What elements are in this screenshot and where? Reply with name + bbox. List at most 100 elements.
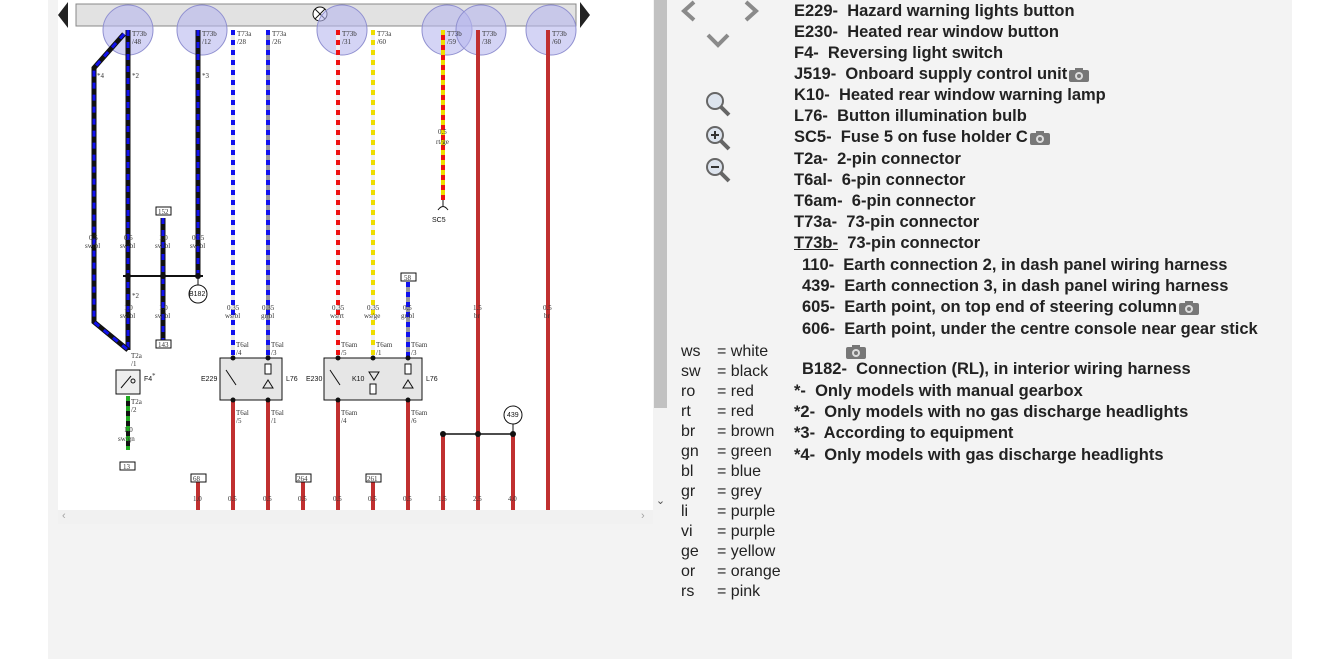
color-key-item: gr= grey: [681, 483, 762, 500]
bottom-size-labels: 1.0 0.5 0.5 0.5 0.5 0.5 0.5 1.5 2.5 4.0: [193, 495, 517, 503]
wiring-diagram: T73b /48 T73b /12 T73a /28 T73a /26 T73b…: [58, 2, 590, 510]
connector-label: /60: [377, 38, 386, 46]
svg-text:sw/bl: sw/bl: [85, 242, 100, 250]
color-key-item: bl= blue: [681, 463, 762, 480]
svg-text:T6am: T6am: [411, 341, 428, 349]
reference-boxes: 152 143 58 13 68 264 261: [119, 206, 417, 483]
vertical-scrollbar[interactable]: ⌄: [653, 0, 668, 510]
svg-text:68: 68: [193, 475, 201, 483]
color-key-item: ws= white: [681, 343, 769, 360]
svg-text:0.5: 0.5: [298, 495, 307, 503]
color-key-item: ge= yellow: [681, 543, 776, 560]
camera-icon[interactable]: [845, 344, 867, 360]
scrollbar-thumb[interactable]: [654, 0, 667, 408]
svg-text:/6: /6: [411, 417, 417, 425]
scroll-right-arrow-icon[interactable]: [580, 2, 590, 28]
legend-item: *4- Only models with gas discharge headl…: [794, 446, 1164, 464]
svg-text:ws/rt: ws/rt: [330, 312, 344, 320]
wire-diag-star4[interactable]: [91, 32, 130, 352]
svg-text:0.5: 0.5: [333, 495, 342, 503]
svg-text:1.0: 1.0: [159, 234, 168, 242]
camera-icon[interactable]: [1178, 300, 1200, 316]
wiring-diagram-viewport[interactable]: T73b /48 T73b /12 T73a /28 T73a /26 T73b…: [58, 0, 653, 510]
component-label-439: 439: [507, 412, 519, 419]
svg-text:sw/bl: sw/bl: [155, 312, 170, 320]
connector-label: /48: [132, 38, 141, 46]
zoom-in-icon[interactable]: [704, 124, 732, 152]
f4-switch[interactable]: [115, 369, 141, 395]
svg-text:0.5: 0.5: [403, 304, 412, 312]
svg-text:0.5: 0.5: [263, 495, 272, 503]
svg-text:1.0: 1.0: [124, 426, 133, 434]
svg-text:sw/bl: sw/bl: [120, 242, 135, 250]
search-icon[interactable]: [704, 90, 732, 118]
svg-text:T6am: T6am: [341, 409, 358, 417]
note-star: *: [152, 372, 156, 380]
svg-text:58: 58: [404, 274, 412, 282]
svg-text:261: 261: [367, 475, 378, 483]
next-page-icon[interactable]: [738, 0, 764, 22]
svg-text:1.5: 1.5: [473, 304, 482, 312]
horizontal-scrollbar[interactable]: ‹ ›: [58, 510, 653, 524]
legend-item: [844, 341, 867, 362]
legend-item[interactable]: T73b- 73-pin connector: [794, 234, 981, 252]
legend-item: T6al- 6-pin connector: [794, 171, 966, 189]
svg-text:1.0: 1.0: [124, 304, 133, 312]
svg-text:br: br: [544, 312, 551, 320]
connector-label: /31: [342, 38, 351, 46]
svg-text:0.35: 0.35: [227, 304, 240, 312]
svg-text:264: 264: [297, 475, 308, 483]
e229-component-box[interactable]: [219, 357, 283, 401]
note-star2: *2: [132, 72, 140, 80]
svg-text:T6al: T6al: [271, 409, 284, 417]
svg-text:T6am: T6am: [411, 409, 428, 417]
camera-icon[interactable]: [1068, 67, 1090, 83]
svg-text:sw/gn: sw/gn: [118, 435, 135, 443]
connector-label: /26: [272, 38, 281, 46]
legend-item: *2- Only models with no gas discharge he…: [794, 403, 1189, 421]
svg-text:T6am: T6am: [376, 341, 393, 349]
scroll-down-icon[interactable]: ⌄: [655, 495, 666, 507]
color-key-item: sw= black: [681, 363, 769, 380]
legend-item: T6am- 6-pin connector: [794, 192, 976, 210]
legend-item: L76- Button illumination bulb: [794, 107, 1027, 125]
earth-wires: [196, 400, 523, 510]
component-label-l76: L76: [426, 376, 438, 383]
svg-text:0.35: 0.35: [367, 304, 380, 312]
legend-code-link[interactable]: T73b-: [794, 234, 839, 252]
svg-text:/2: /2: [131, 406, 137, 414]
component-label-l76: L76: [286, 376, 298, 383]
svg-text:152: 152: [158, 208, 169, 216]
color-key-item: li= purple: [681, 503, 776, 520]
color-key-item: ro= red: [681, 383, 754, 400]
chevron-down-icon[interactable]: [704, 30, 732, 50]
scroll-left-icon[interactable]: ‹: [62, 510, 66, 522]
svg-text:T6am: T6am: [341, 341, 358, 349]
svg-text:T6al: T6al: [236, 409, 249, 417]
zoom-out-icon[interactable]: [704, 156, 732, 184]
previous-page-icon[interactable]: [676, 0, 702, 22]
note-star2: *2: [132, 292, 140, 300]
scroll-right-icon[interactable]: ›: [641, 510, 645, 522]
svg-text:rt/ge: rt/ge: [436, 138, 449, 146]
legend-item: 439- Earth connection 3, in dash panel w…: [802, 277, 1229, 295]
svg-text:143: 143: [158, 341, 169, 349]
svg-text:gr/bl: gr/bl: [261, 312, 274, 320]
connector-label: /38: [482, 38, 491, 46]
svg-text:1.0: 1.0: [159, 304, 168, 312]
scroll-left-arrow-icon[interactable]: [58, 2, 68, 28]
color-key-item: rs= pink: [681, 583, 761, 600]
svg-text:sw/bl: sw/bl: [190, 242, 205, 250]
component-label-e230: E230: [306, 376, 322, 383]
connector-label: /12: [202, 38, 211, 46]
svg-text:gr/bl: gr/bl: [401, 312, 414, 320]
svg-text:0.5: 0.5: [403, 495, 412, 503]
connector-label: T73b: [447, 30, 462, 38]
color-key-item: vi= purple: [681, 523, 776, 540]
camera-icon[interactable]: [1029, 130, 1051, 146]
wire-color-key: ws= white sw= black ro= red rt= red br= …: [681, 342, 781, 602]
legend-item: SC5- Fuse 5 on fuse holder C: [794, 127, 1051, 148]
svg-text:sw/bl: sw/bl: [120, 312, 135, 320]
pin-labels: T6al/4 T6al/3 T6am/5 T6am/1 T6am/3 T6al/…: [131, 341, 428, 425]
